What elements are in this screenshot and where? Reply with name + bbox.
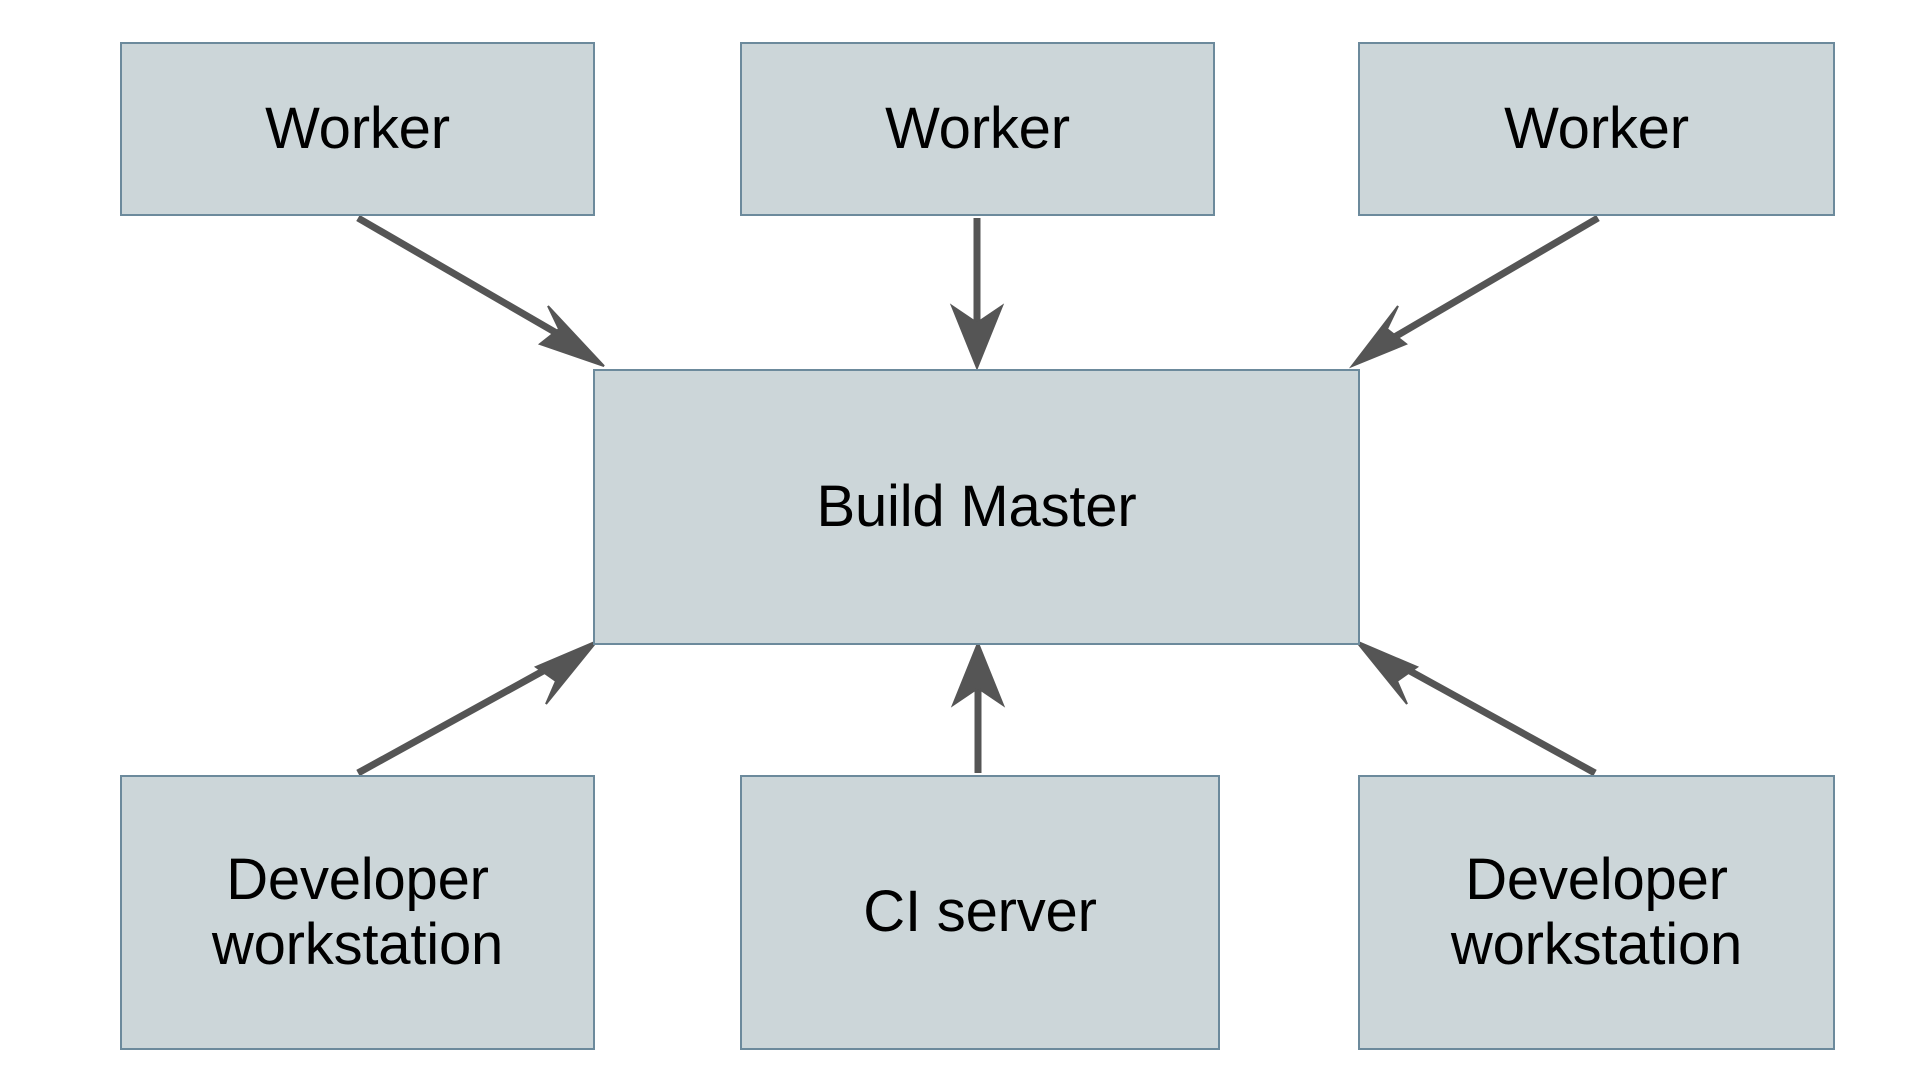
node-worker-center[interactable]: Worker xyxy=(740,42,1215,216)
node-worker-right[interactable]: Worker xyxy=(1358,42,1835,216)
node-label: Developer workstation xyxy=(1450,846,1743,977)
edge-ci-server-to-build-master xyxy=(950,640,1006,773)
node-worker-left[interactable]: Worker xyxy=(120,42,595,216)
node-label: Worker xyxy=(885,95,1070,161)
edge-worker-center-to-build-master xyxy=(949,218,1005,371)
node-label: Developer workstation xyxy=(211,846,504,977)
edge-worker-right-to-build-master xyxy=(1348,214,1600,369)
node-ci-server[interactable]: CI server xyxy=(740,775,1220,1050)
edge-worker-left-to-build-master xyxy=(356,214,605,367)
node-developer-workstation-right[interactable]: Developer workstation xyxy=(1358,775,1835,1050)
node-label: Worker xyxy=(1504,95,1689,161)
node-label: Build Master xyxy=(816,473,1137,539)
node-label: CI server xyxy=(863,879,1097,945)
edge-dev-right-to-build-master xyxy=(1355,640,1597,777)
node-developer-workstation-left[interactable]: Developer workstation xyxy=(120,775,595,1050)
node-label: Worker xyxy=(265,95,450,161)
node-build-master[interactable]: Build Master xyxy=(593,369,1360,645)
edge-dev-left-to-build-master xyxy=(356,640,598,777)
